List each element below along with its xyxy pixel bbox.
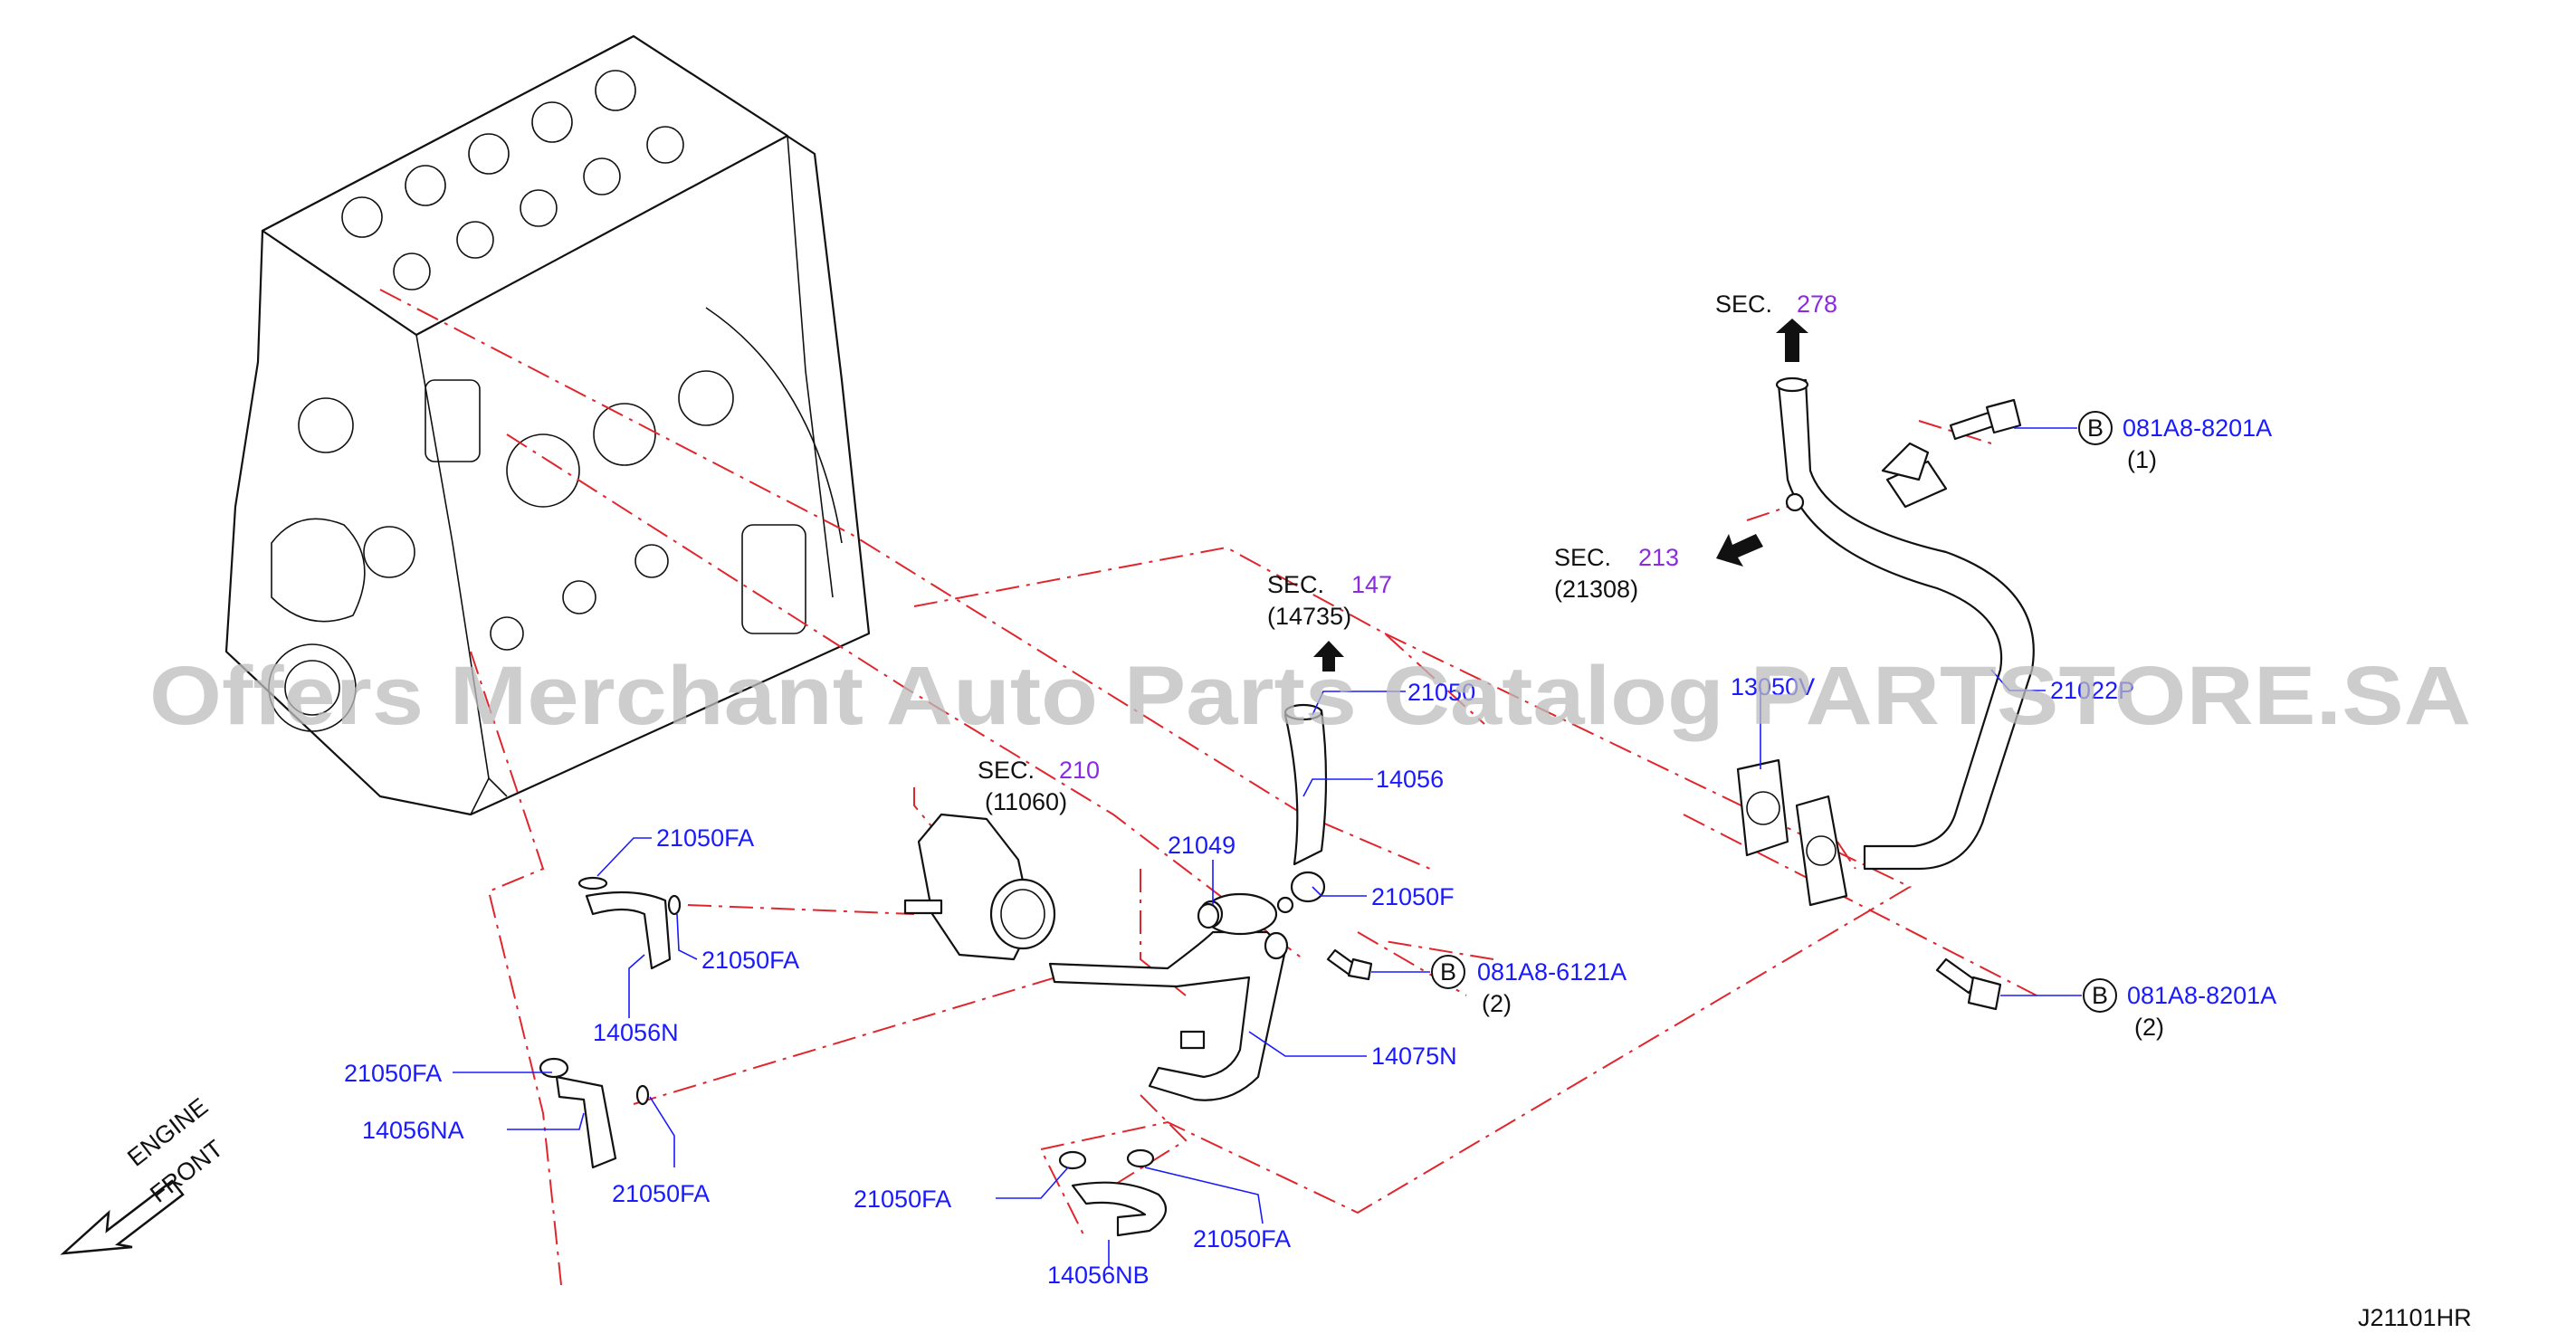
bolt-callout-1-part: 081A8-8201A — [2123, 414, 2272, 442]
engine-front-marker: ENGINE FRONT — [60, 1092, 228, 1255]
bolt-callout-2-part: 081A8-6121A — [1477, 958, 1627, 986]
label-14056[interactable]: 14056 — [1376, 766, 1444, 793]
sec147-prefix: SEC. — [1267, 571, 1324, 598]
bolt-callout-2-circle: B — [1440, 958, 1456, 986]
bolt-callout-3-part: 081A8-8201A — [2127, 982, 2276, 1009]
label-21050[interactable]: 21050 — [1407, 679, 1475, 706]
arrow-sec213 — [1716, 534, 1763, 567]
bolt-callout-1[interactable]: B 081A8-8201A (1) — [2078, 411, 2272, 473]
section-ref-147[interactable]: SEC. 147 (14735) — [1267, 571, 1392, 630]
label-21050f[interactable]: 21050F — [1371, 883, 1455, 910]
bolt-callout-3-circle: B — [2092, 982, 2108, 1009]
section-ref-278[interactable]: SEC. 278 — [1715, 291, 1837, 318]
arrow-sec147 — [1313, 641, 1344, 672]
sec213-number: 213 — [1638, 544, 1679, 571]
label-21050fa-e[interactable]: 21050FA — [854, 1186, 951, 1213]
sec278-prefix: SEC. — [1715, 291, 1772, 318]
label-21050fa-f[interactable]: 21050FA — [1193, 1225, 1291, 1253]
section-ref-210[interactable]: SEC. 210 (11060) — [978, 757, 1100, 815]
o-ring-21049 — [1197, 902, 1220, 929]
watermark-text: Offers Merchant Auto Parts Catalog PARTS… — [149, 650, 2471, 742]
guide-lines — [379, 289, 2037, 1286]
label-21022p[interactable]: 21022P — [2050, 677, 2134, 704]
engine-front-arrow — [60, 1179, 185, 1255]
thermostat-housing — [903, 813, 1056, 961]
leader-lines — [453, 427, 2082, 1267]
label-21050fa-b[interactable]: 21050FA — [701, 947, 799, 974]
diagram-code: J21101HR — [2358, 1304, 2472, 1331]
bolt-callout-2[interactable]: B 081A8-6121A (2) — [1431, 955, 1627, 1017]
part-labels: 21050 14056 21050F 21049 14075N 13050V 2… — [344, 673, 2134, 1289]
label-13050v[interactable]: 13050V — [1731, 673, 1815, 700]
bolt-callout-2-qty: (2) — [1482, 990, 1512, 1017]
hose-14056n — [577, 876, 682, 970]
hose-14056na — [539, 1057, 650, 1169]
sec213-sub: (21308) — [1554, 576, 1638, 603]
bolt-callout-3[interactable]: B 081A8-8201A (2) — [2083, 978, 2276, 1041]
label-14056na[interactable]: 14056NA — [362, 1117, 464, 1144]
sec147-sub: (14735) — [1267, 603, 1351, 630]
bolt-callout-1-circle: B — [2087, 414, 2104, 442]
label-21050fa-d[interactable]: 21050FA — [612, 1180, 710, 1207]
engine-block-illustration — [224, 34, 871, 816]
hose-14056nb — [1058, 1148, 1168, 1237]
bolt-2 — [1326, 948, 1373, 981]
label-21050fa-a[interactable]: 21050FA — [656, 824, 754, 852]
pipe-14075n — [1048, 892, 1289, 1101]
water-pipe-21022p — [1775, 376, 2035, 871]
bolt-3 — [1935, 957, 2002, 1011]
bolt-1 — [1949, 398, 2022, 441]
label-14056n[interactable]: 14056N — [593, 1019, 679, 1046]
sec147-number: 147 — [1351, 571, 1392, 598]
sec210-prefix: SEC. — [978, 757, 1035, 784]
sec278-number: 278 — [1797, 291, 1837, 318]
bolt-callout-3-qty: (2) — [2134, 1014, 2164, 1041]
section-ref-213[interactable]: SEC. 213 (21308) — [1554, 544, 1679, 603]
sec210-number: 210 — [1059, 757, 1100, 784]
sec213-prefix: SEC. — [1554, 544, 1611, 571]
section-arrows — [1313, 319, 1808, 672]
arrow-sec278 — [1776, 319, 1808, 362]
label-14075n[interactable]: 14075N — [1371, 1043, 1457, 1070]
label-21050fa-c[interactable]: 21050FA — [344, 1060, 442, 1087]
label-21049[interactable]: 21049 — [1168, 832, 1236, 859]
label-14056nb[interactable]: 14056NB — [1047, 1262, 1150, 1289]
flange-and-gasket — [1736, 758, 1848, 907]
sec210-sub: (11060) — [985, 788, 1067, 815]
bolt-callout-1-qty: (1) — [2127, 446, 2157, 473]
